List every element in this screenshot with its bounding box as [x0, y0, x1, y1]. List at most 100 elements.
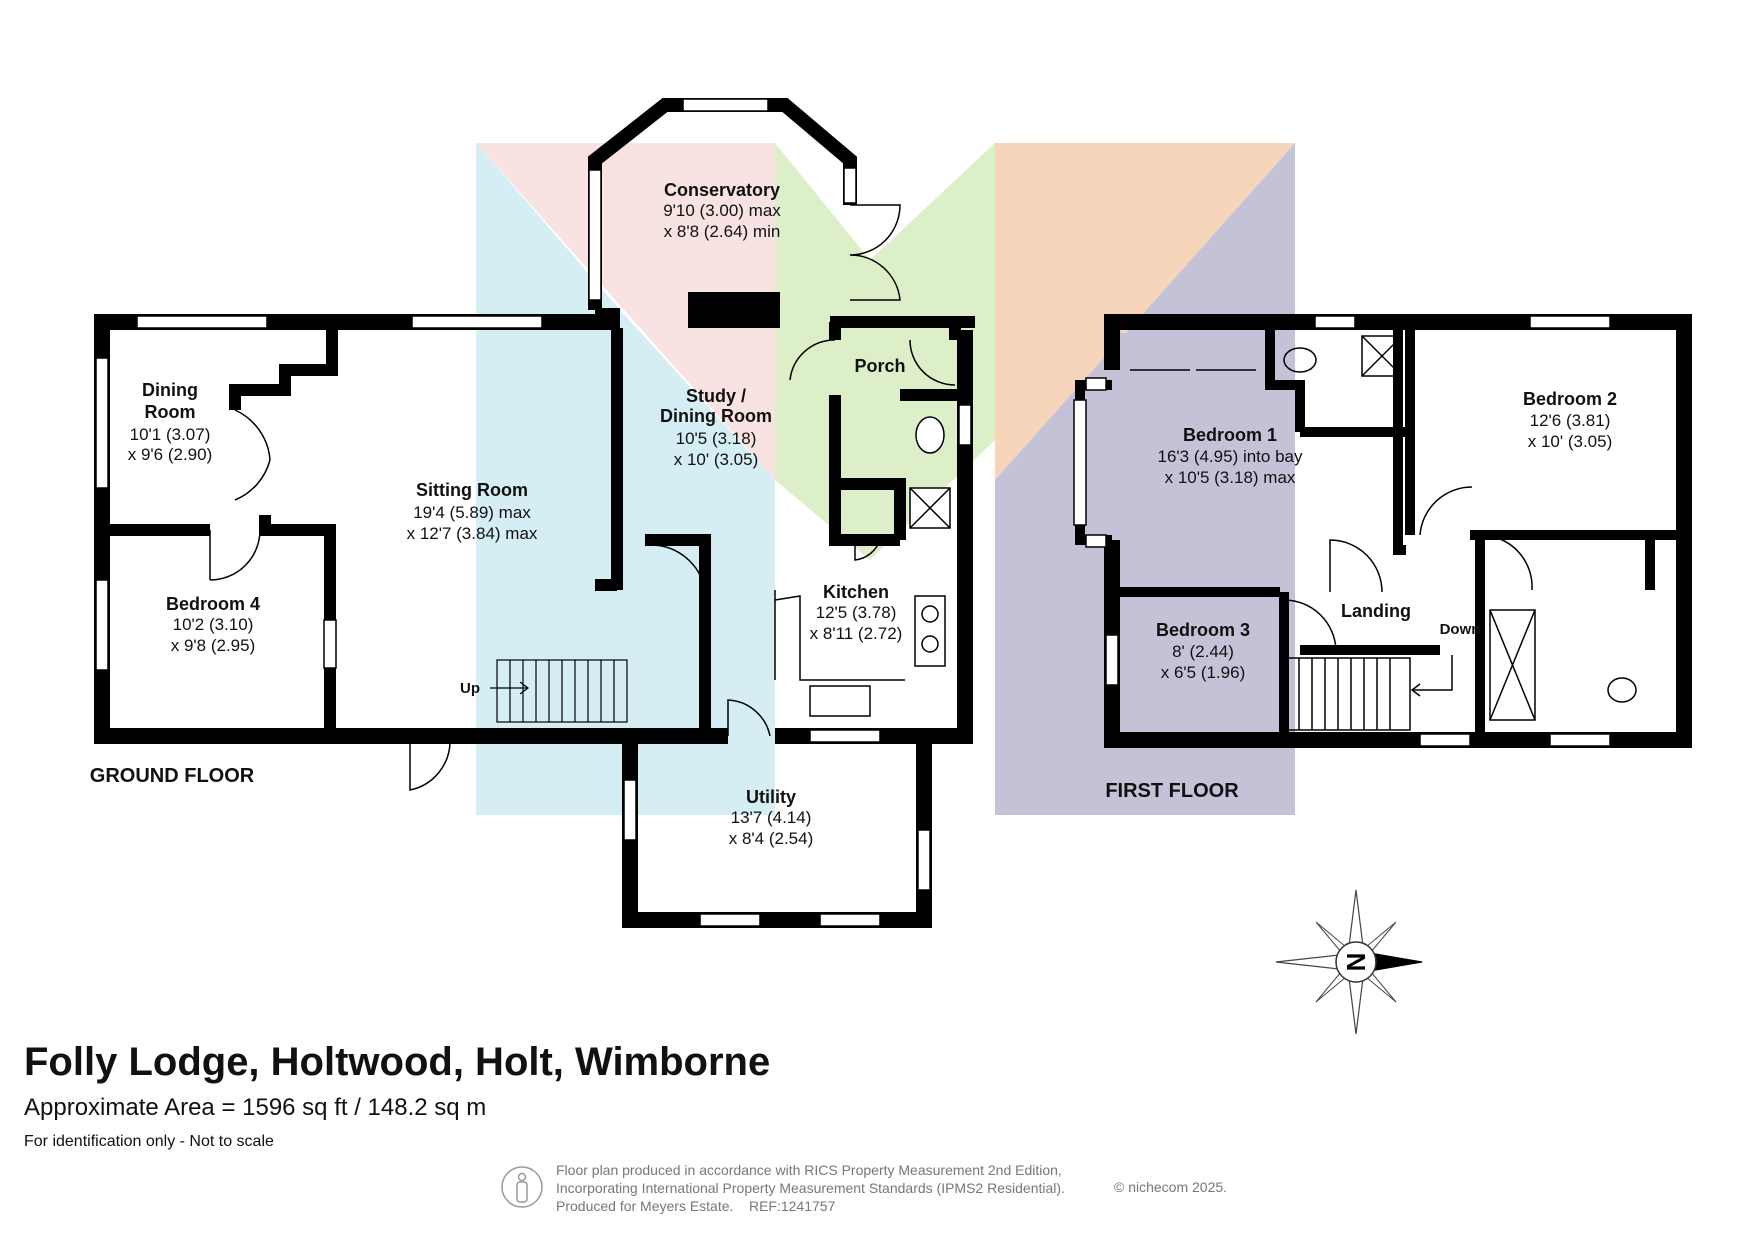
wall-dining-east — [229, 328, 338, 410]
room-bed4-name: Bedroom 4 — [166, 594, 260, 614]
window-sitting-north — [411, 315, 543, 329]
first-floor-walls — [1104, 314, 1692, 748]
hob-ring-2 — [921, 635, 939, 653]
room-bed3-dim1: 8' (2.44) — [1172, 642, 1234, 661]
stairs-arrow-head — [519, 681, 529, 695]
footer-text: Floor plan produced in accordance with R… — [556, 1161, 1065, 1215]
compass-rose-icon: N — [1275, 889, 1423, 1035]
door-conservatory-french — [849, 204, 901, 301]
ff-stairs — [1285, 657, 1411, 731]
zone-lavender-bed3 — [1124, 593, 1284, 720]
window-kitchen-south — [809, 729, 881, 743]
ground-floor-inner-walls — [102, 316, 975, 736]
window-utility-south-b — [819, 913, 881, 927]
room-bed4-dim1: 10'2 (3.10) — [173, 615, 254, 634]
ff-stairs-arrow — [1412, 655, 1453, 691]
ff-door-bed3 — [1283, 599, 1337, 651]
ground-stairs — [490, 659, 628, 723]
room-conservatory-name: Conservatory — [664, 180, 780, 200]
property-title: Folly Lodge, Holtwood, Holt, Wimborne — [24, 1040, 771, 1084]
wc — [915, 416, 945, 454]
room-dining-dim2: x 9'6 (2.90) — [128, 445, 213, 464]
ensuite-shower — [1361, 335, 1403, 377]
footer-line-3: Produced for Meyers Estate. REF:1241757 — [556, 1198, 836, 1214]
room-bed3-dim2: x 6'5 (1.96) — [1161, 663, 1246, 682]
footer-line-2: Incorporating International Property Mea… — [556, 1180, 1065, 1196]
room-study-name-2: Dining Room — [660, 406, 772, 426]
window-bed4-west — [95, 579, 109, 671]
room-sitting-name: Sitting Room — [416, 480, 528, 500]
room-kitchen-dim1: 12'5 (3.78) — [816, 603, 897, 622]
room-bed4-dim2: x 9'8 (2.95) — [171, 636, 256, 655]
zone-pink — [476, 143, 775, 480]
door-bed4 — [209, 529, 261, 581]
window-dining-north — [136, 315, 268, 329]
window-conservatory-east — [843, 167, 857, 204]
bath — [1489, 609, 1536, 721]
wall-porch-inner — [835, 478, 906, 540]
window-utility-south-a — [699, 913, 761, 927]
shower-x2 — [909, 487, 951, 529]
door-porch-right — [909, 339, 956, 386]
stairs-up-label: Up — [460, 680, 480, 697]
window-conservatory-west — [588, 169, 602, 301]
wall-ff-outline — [1104, 314, 1692, 748]
fireplace — [688, 292, 780, 328]
room-kitchen-dim2: x 8'11 (2.72) — [810, 624, 903, 643]
room-dining-name-2: Room — [145, 402, 196, 422]
room-landing-name: Landing — [1341, 601, 1411, 621]
ff-door-bath — [1479, 534, 1533, 591]
room-utility-dim1: 13'7 (4.14) — [731, 808, 812, 827]
room-sitting-dim1: 19'4 (5.89) max — [413, 503, 531, 522]
room-utility-dim2: x 8'4 (2.54) — [729, 829, 814, 848]
room-labels: Conservatory 9'10 (3.00) max x 8'8 (2.64… — [90, 180, 1617, 848]
door-cloaks — [854, 539, 881, 561]
room-porch-name: Porch — [854, 356, 905, 376]
window-landing-south — [1419, 733, 1471, 747]
room-bed1-dim2: x 10'5 (3.18) max — [1165, 468, 1296, 487]
footer-line-1: Floor plan produced in accordance with R… — [556, 1162, 1062, 1178]
doors — [209, 204, 956, 791]
kitchen-fittings — [774, 416, 951, 717]
wall-bed4-east — [259, 515, 336, 736]
stairs-down-label: Down — [1440, 621, 1481, 638]
ground-floor-label: GROUND FLOOR — [90, 765, 255, 787]
wall-study-south — [645, 534, 711, 730]
ground-floor-windows — [95, 98, 972, 927]
window-conservatory-north — [682, 98, 769, 112]
ff-door-bed2 — [1419, 486, 1473, 536]
window-porch-east — [958, 404, 972, 446]
door-sitting-entrance — [409, 739, 451, 791]
wall-ensuite — [1265, 330, 1305, 432]
window-bath-south — [1549, 733, 1611, 747]
room-bed2-name: Bedroom 2 — [1523, 389, 1617, 409]
footer: Floor plan produced in accordance with R… — [500, 1161, 1260, 1231]
kitchen-sink — [809, 685, 871, 717]
first-floor-windows — [1073, 315, 1611, 747]
compass-letter: N — [1341, 953, 1371, 972]
ensuite-wc — [1283, 347, 1317, 373]
window-bay-top — [1085, 377, 1107, 391]
person-icon — [501, 1166, 543, 1208]
bath-wc — [1607, 677, 1637, 703]
identification-note: For identification only - Not to scale — [24, 1133, 274, 1150]
window-utility-east — [917, 829, 931, 891]
window-utility-west — [623, 779, 637, 841]
ff-door-bed1 — [1329, 539, 1383, 593]
first-floor-fittings — [1130, 335, 1637, 731]
room-kitchen-name: Kitchen — [823, 582, 889, 602]
room-utility-name: Utility — [746, 787, 796, 807]
room-bed2-dim1: 12'6 (3.81) — [1530, 411, 1611, 430]
hob-ring-1 — [921, 605, 939, 623]
room-bed1-dim1: 16'3 (4.95) into bay — [1157, 447, 1303, 466]
room-conservatory-dim2: x 8'8 (2.64) min — [664, 222, 781, 241]
wall-bed1-east — [1393, 330, 1406, 555]
window-bay-bottom — [1085, 534, 1107, 548]
room-bed1-name: Bedroom 1 — [1183, 425, 1277, 445]
window-bay — [1073, 399, 1087, 526]
wall-kitchen-porch — [829, 395, 900, 546]
window-ensuite-north — [1314, 315, 1356, 329]
door-porch-left — [789, 339, 836, 381]
room-study-dim2: x 10' (3.05) — [674, 450, 759, 469]
